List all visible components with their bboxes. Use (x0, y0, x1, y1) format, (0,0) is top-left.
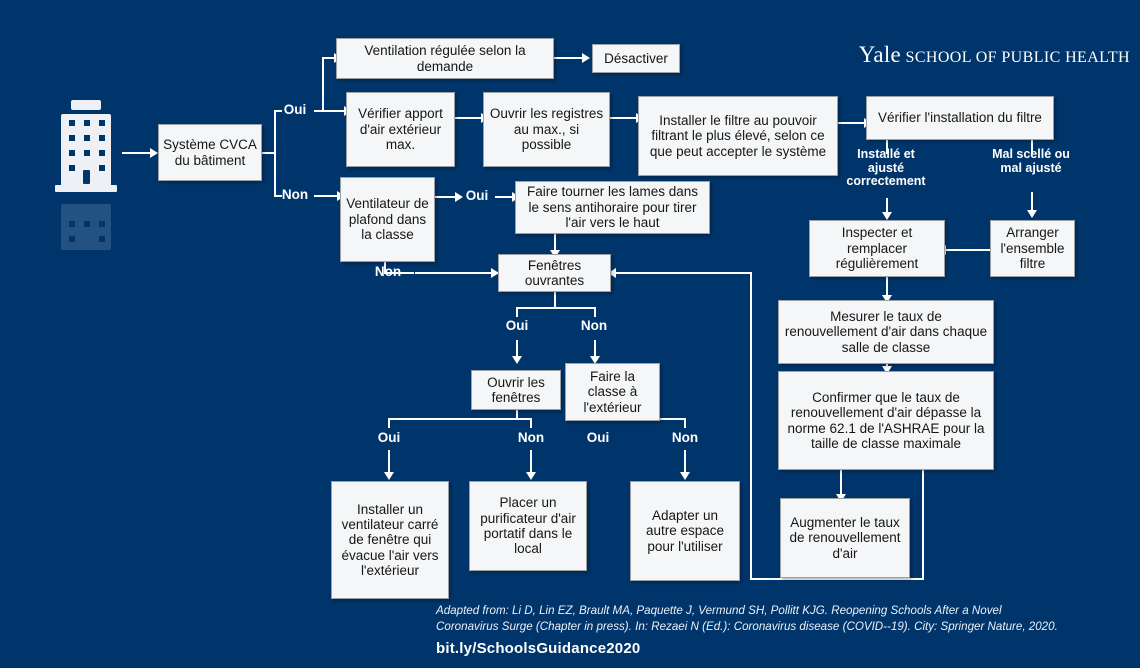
edge-hvac-yes (314, 110, 346, 112)
edge-windows-yes (516, 340, 518, 360)
edge-openwin-no (530, 450, 532, 476)
edge-label-filter-installed-correctly: Installé et ajusté correctement (846, 147, 926, 188)
edge-confirm-return-down (922, 470, 924, 580)
building-icon (55, 100, 117, 192)
edge-fan-no-h2 (415, 272, 498, 274)
node-disable[interactable]: Désactiver (592, 44, 680, 73)
citation: Adapted from: Li D, Lin EZ, Brault MA, P… (436, 603, 1096, 636)
edge-label-fan-no: Non (374, 264, 402, 279)
edge-to-demand-vent (322, 57, 336, 59)
edge-blades-to-windows (554, 234, 556, 254)
arrowhead (1027, 210, 1037, 218)
arrowhead (608, 268, 616, 278)
building-icon-reflection (55, 196, 117, 250)
edge-outdoor-no (684, 450, 686, 476)
edge-openwin-split-stub (516, 409, 518, 419)
edge-label-openwindows-yes: Oui (377, 430, 401, 445)
arrowhead (526, 472, 536, 480)
node-fix-filter-assembly[interactable]: Arranger l'ensemble filtre (990, 220, 1075, 277)
arrowhead (590, 356, 600, 364)
edge-verify-left-stub (886, 140, 888, 154)
edge-hvac-split (274, 110, 276, 195)
edge-label-windows-yes: Oui (505, 318, 529, 333)
edge-hvac-no (314, 195, 340, 197)
node-class-outdoors[interactable]: Faire la classe à l'extérieur (565, 363, 660, 421)
edge-openwin-no-stub (530, 418, 532, 428)
arrowhead (882, 295, 892, 303)
guidance-link[interactable]: bit.ly/SchoolsGuidance2020 (436, 640, 641, 657)
edge-hvac-yes-stub (274, 110, 282, 112)
node-openable-windows[interactable]: Fenêtres ouvrantes (498, 254, 611, 292)
edge-windows-yes-stub (516, 307, 518, 317)
edge-label-hvac-no: Non (281, 187, 309, 202)
arrowhead (680, 472, 690, 480)
node-open-windows[interactable]: Ouvrir les fenêtres (471, 370, 561, 410)
edge-demandvent-to-disable (554, 57, 584, 59)
node-inspect-and-replace-regularly[interactable]: Inspecter et remplacer régulièrement (809, 220, 945, 277)
edge-openwin-split-h (388, 418, 531, 420)
edge-hvac-stub (262, 152, 276, 154)
arrowhead (455, 192, 463, 202)
node-demand-controlled-ventilation[interactable]: Ventilation régulée selon la demande (336, 38, 554, 79)
edge-fan-no-h1 (384, 272, 414, 274)
edge-fan-no-down (384, 262, 386, 273)
edge-label-hvac-yes: Oui (283, 102, 307, 117)
edge-hvac-no-stub (274, 195, 282, 197)
node-install-high-efficiency-filter[interactable]: Install­er le filtre au pouvoir filtrant… (638, 96, 838, 176)
edge-confirm-return-up (750, 272, 752, 580)
edge-arrange-to-inspect (945, 249, 990, 251)
edge-label-outdoor-no: Non (671, 430, 699, 445)
yale-wordmark: Yale (858, 42, 902, 67)
edge-confirm-return-to-windows (614, 272, 752, 274)
node-ceiling-fan[interactable]: Ventilateur de plafond dans la classe (340, 177, 435, 262)
yale-unit-name: SCHOOL OF PUBLIC HEALTH (905, 49, 1130, 66)
node-hvac-system[interactable]: Système CVCA du bâtiment (158, 124, 262, 181)
edge-hvac-yes-up (322, 57, 324, 111)
edge-windows-no (594, 340, 596, 360)
edge-building-to-hvac (122, 152, 152, 154)
edge-inspect-to-measure (886, 277, 888, 299)
node-increase-air-change-rate[interactable]: Augmenter le taux de renouvellement d'ai… (780, 498, 910, 578)
edge-outdoor-no-stub (684, 418, 686, 428)
edge-windows-split-h (516, 307, 594, 309)
edge-openwin-yes-stub (388, 418, 390, 428)
edge-windows-split-stub (554, 291, 556, 308)
arrowhead (512, 356, 522, 364)
edge-dampers-to-filter (610, 117, 638, 119)
node-portable-air-purifier[interactable]: Placer un purificateur d'air portatif da… (469, 481, 587, 571)
node-confirm-ashrae-standard[interactable]: Confirmer que le taux de renouvellement … (778, 371, 994, 470)
arrowhead (582, 53, 590, 63)
yale-school-of-public-health-logo: Yale SCHOOL OF PUBLIC HEALTH (859, 42, 1130, 68)
edge-fan-yes (495, 196, 515, 198)
edge-label-openwindows-no: Non (517, 430, 545, 445)
edge-fan-yes-stub (435, 196, 457, 198)
edge-confirm-to-increase (840, 470, 842, 498)
edge-confirm-return-left (750, 578, 924, 580)
arrowhead (882, 366, 892, 374)
edge-label-windows-no: Non (580, 318, 608, 333)
edge-outdoorair-to-dampers (455, 117, 483, 119)
edge-label-fan-yes: Oui (465, 188, 489, 203)
arrowhead (384, 472, 394, 480)
edge-filter-to-verify (838, 122, 866, 124)
edge-bad-to-arrange (1031, 192, 1033, 214)
citation-line-2: Coronavirus Surge (Chapter in press). In… (436, 620, 1058, 634)
edge-openwin-yes (388, 450, 390, 476)
node-verify-filter-installation[interactable]: Vérifier l'installation du filtre (866, 96, 1054, 140)
node-check-outdoor-air[interactable]: Vérifier apport d'air extérieur max. (346, 92, 455, 167)
node-window-exhaust-fan[interactable]: Installer un ventilateur carré de fenêtr… (331, 481, 449, 599)
node-adapt-other-space[interactable]: Adapter un autre espace pour l'utiliser (630, 481, 740, 581)
node-open-dampers[interactable]: Ouvrir les registres au max., si possibl… (483, 92, 610, 167)
arrowhead (491, 268, 499, 278)
arrowhead (150, 148, 158, 158)
node-measure-air-change-rate[interactable]: Mesurer le taux de renouvellement d'air … (778, 300, 994, 364)
node-rotate-blades-counterclockwise[interactable]: Faire tourner les lames dans le sens ant… (515, 181, 710, 234)
edge-verify-right-stub (1031, 140, 1033, 154)
edge-ok-to-inspect (886, 198, 888, 216)
arrowhead (882, 212, 892, 220)
edge-label-filter-poorly-sealed: Mal scellé ou mal ajusté (992, 147, 1070, 175)
edge-windows-no-stub (594, 307, 596, 317)
edge-label-outdoor-yes: Oui (586, 430, 610, 445)
citation-line-1: Adapted from: Li D, Lin EZ, Brault MA, P… (436, 604, 1002, 617)
